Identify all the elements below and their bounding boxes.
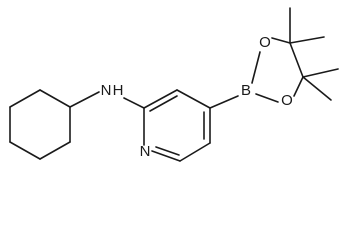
bond-cy-3 — [39, 141, 71, 160]
bond-c4-b — [209, 95, 239, 109]
bond-cy-1 — [39, 89, 71, 108]
bond-c2-c3 — [143, 89, 178, 109]
cyclohexyl-ring — [9, 89, 71, 160]
structure-svg: N H N B O O — [9, 7, 339, 162]
bond-methyl-right — [302, 68, 339, 78]
bond-o-top-c — [271, 37, 291, 44]
bond-methyl-bottom-right — [302, 76, 332, 101]
oxygen-bottom-text: O — [281, 92, 293, 109]
amine-h-text: H — [113, 82, 124, 99]
bond-cy-4 — [9, 141, 41, 160]
bond-cy-nh — [69, 91, 100, 108]
molecule-diagram: N H N B O O — [9, 7, 339, 162]
bond-c-c — [289, 42, 304, 78]
bond-methyl-top-right — [289, 36, 325, 44]
bond-c2-c3-inner — [149, 95, 178, 112]
methyl-groups — [289, 7, 339, 101]
bond-b-o-top — [251, 51, 261, 84]
dioxaborolane-ring — [251, 37, 304, 103]
amine-nh-label: N H — [101, 82, 124, 99]
bond-o-bottom-b — [255, 93, 279, 103]
pyridine-n-text: N — [140, 143, 151, 160]
bond-cy-6 — [9, 89, 41, 108]
bond-c3-c4 — [176, 89, 211, 109]
bond-c6-n1 — [151, 150, 181, 162]
bond-nh-c2 — [123, 97, 145, 109]
pyridine-ring — [143, 89, 211, 162]
bond-c-o-bottom — [293, 76, 304, 97]
boron-text: B — [241, 82, 251, 99]
bond-c6-n1-inner — [155, 146, 180, 156]
oxygen-top-text: O — [259, 34, 271, 51]
bond-c5-c6 — [179, 142, 211, 162]
amine-n-text: N — [101, 82, 112, 99]
